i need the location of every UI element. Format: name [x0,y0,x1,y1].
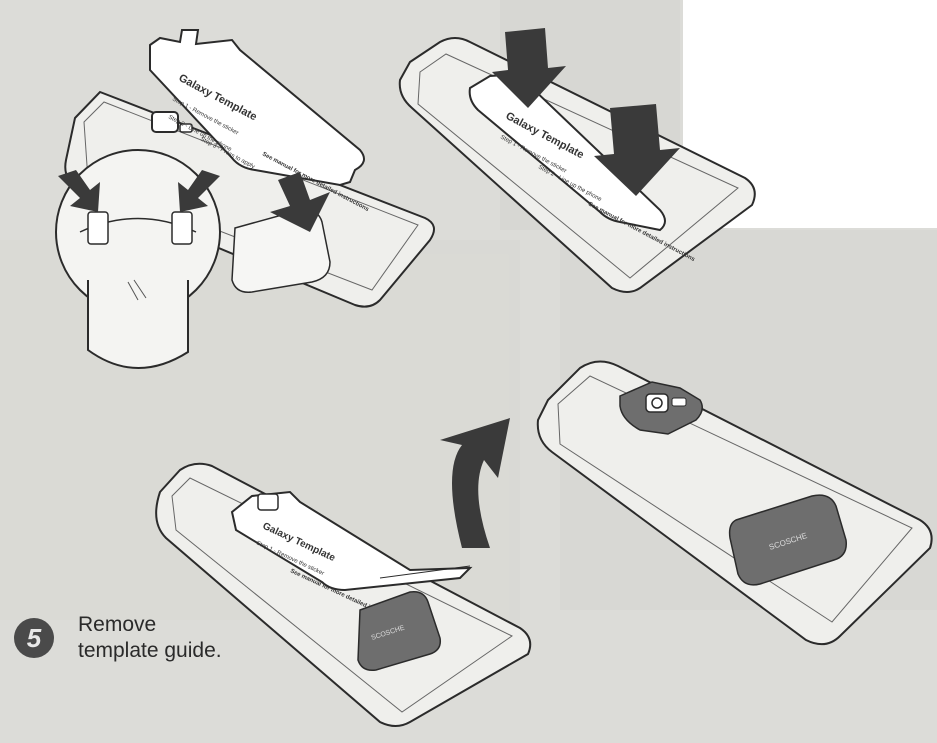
right-arrow-icon [178,170,220,212]
step-caption-line2: template guide. [78,639,222,662]
camera-icon-c [257,493,279,511]
press-arrow-bottom-icon [594,104,680,196]
press-arrow-top-icon [492,28,566,108]
template-sheet-c [230,490,473,592]
installed-pad-c [357,590,442,672]
peel-arrow-icon [440,418,510,548]
installed-pad-d [728,494,847,586]
camera-icon-d [645,393,669,413]
panel-finished: SCOSCHE [536,360,933,646]
step-caption-line1: Remove [78,613,157,636]
background-texture [0,0,937,620]
press-arrow-icon [270,172,330,232]
step-caption: Remove template guide. [78,612,222,664]
camera-icon [151,111,179,133]
sensor-icon [179,123,193,133]
template-sheet-b [468,72,666,232]
panel-remove-template: Galaxy Template Step 1 - Remove the stic… [155,418,532,727]
zoom-cylinder [87,280,189,369]
panel-apply-template: Galaxy Template Step 1 - Remove the stic… [55,29,435,369]
step-number-badge: 5 [14,618,54,658]
template-sheet-a [149,29,365,187]
phone-body-d [536,360,933,646]
left-arrow-icon [58,170,100,212]
panel-press-template: Galaxy Template Step 1 - Remove the stic… [398,28,756,293]
